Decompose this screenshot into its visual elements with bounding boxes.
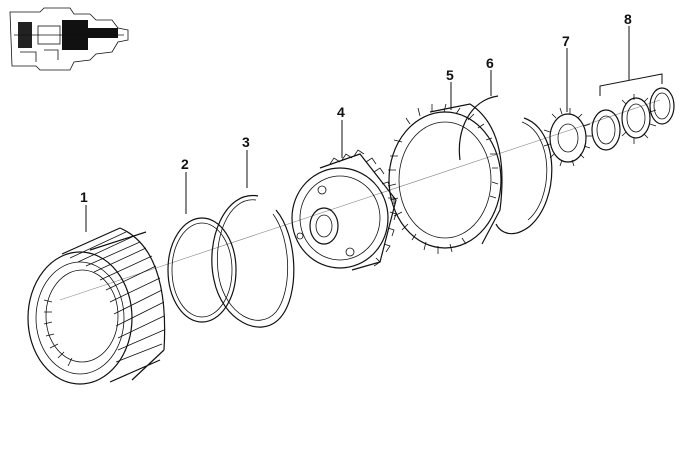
callout-2: 2 — [181, 156, 189, 172]
callout-3: 3 — [242, 134, 250, 150]
callout-4: 4 — [337, 104, 345, 120]
callout-7: 7 — [562, 33, 570, 49]
part-1-ring-gear — [27, 227, 166, 385]
callout-5: 5 — [446, 67, 454, 83]
callout-labels: 1 2 3 4 5 6 7 8 — [80, 11, 632, 205]
part-8-thrust-bearing-set — [591, 73, 675, 151]
assembly-axis — [59, 99, 661, 301]
part-4-planet-carrier — [291, 149, 397, 271]
part-7-sun-gear — [543, 107, 592, 167]
part-2-snap-ring — [167, 217, 237, 323]
part-3-circlip — [211, 195, 295, 328]
part-5-internal-gear-drum — [387, 103, 503, 254]
callout-1: 1 — [80, 189, 88, 205]
callout-6: 6 — [486, 55, 494, 71]
leader-lines — [85, 26, 630, 232]
part-6-snap-ring — [458, 95, 553, 235]
callout-8: 8 — [624, 11, 632, 27]
locator-thumbnail — [9, 7, 129, 71]
